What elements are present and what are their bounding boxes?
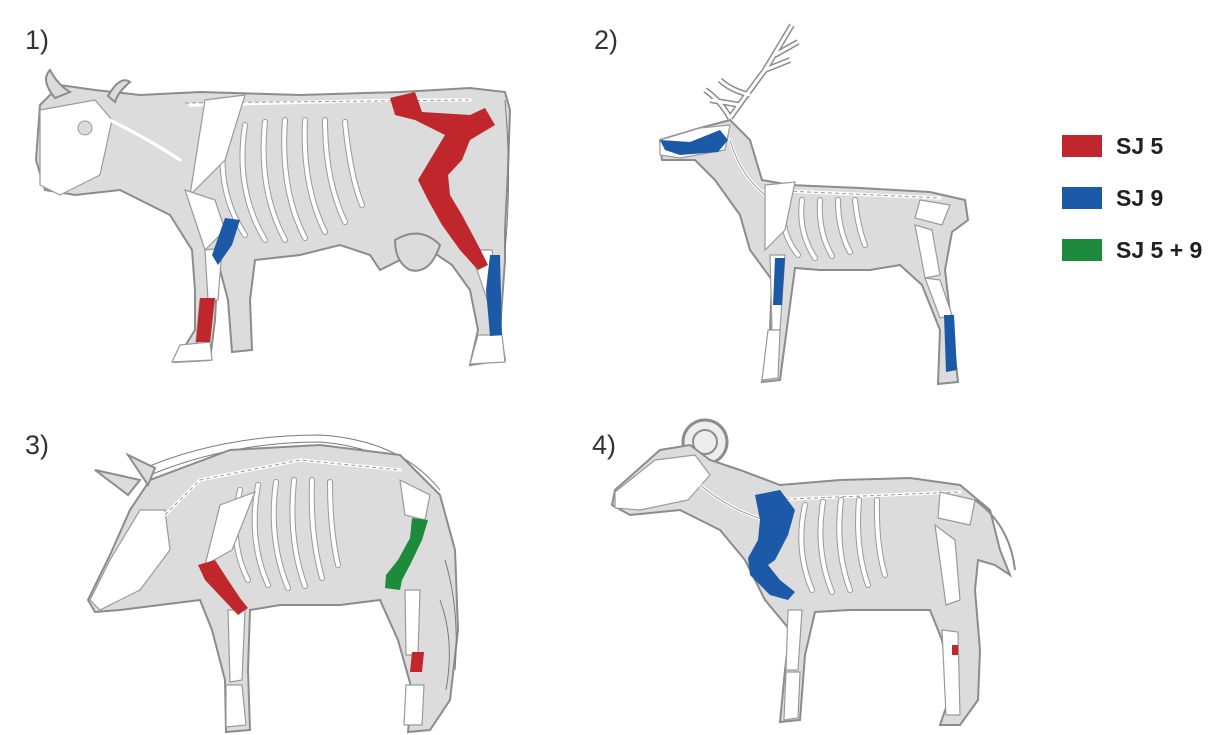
legend-label: SJ 9: [1116, 185, 1163, 212]
legend-swatch-red: [1062, 135, 1102, 157]
deer-highlight-hind-metatarsal: [944, 315, 957, 372]
boar-skeleton-figure: [0, 400, 560, 735]
legend-item: SJ 5 + 9: [1062, 229, 1202, 271]
legend-label: SJ 5 + 9: [1116, 237, 1202, 264]
legend-swatch-blue: [1062, 187, 1102, 209]
deer-skeleton-figure: [580, 0, 1000, 390]
panel-boar: 3): [0, 400, 560, 735]
cow-skeleton-figure: [0, 0, 600, 380]
legend-label: SJ 5: [1116, 133, 1163, 160]
legend: SJ 5 SJ 9 SJ 5 + 9: [1062, 125, 1202, 281]
legend-item: SJ 9: [1062, 177, 1202, 219]
sheep-skeleton-figure: [580, 400, 1040, 735]
legend-swatch-green: [1062, 239, 1102, 261]
legend-item: SJ 5: [1062, 125, 1202, 167]
panel-deer: 2): [580, 0, 1000, 390]
panel-cow: 1): [0, 0, 600, 380]
boar-highlight-metatarsal: [410, 652, 424, 672]
sheep-highlight-metatarsal: [952, 645, 958, 655]
panel-sheep: 4): [580, 400, 1040, 735]
